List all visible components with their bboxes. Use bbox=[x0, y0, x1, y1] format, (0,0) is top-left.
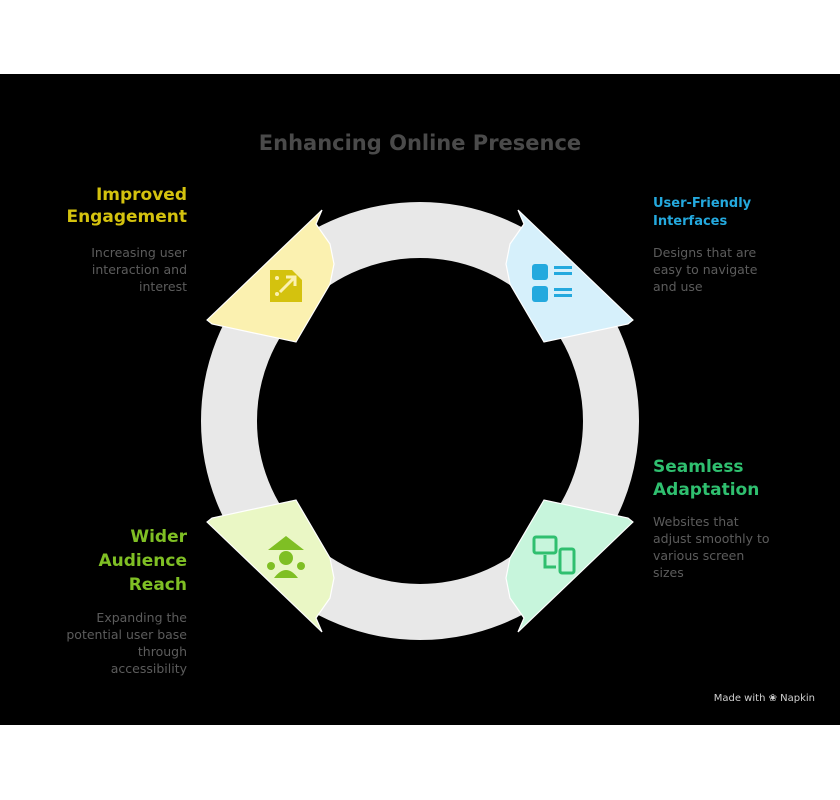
interfaces-desc-line: easy to navigate bbox=[653, 262, 758, 277]
audience-users-icon bbox=[267, 536, 305, 578]
adaptation-desc-line: sizes bbox=[653, 565, 684, 580]
audience-desc-line: accessibility bbox=[111, 661, 188, 676]
adaptation-title-line: Adaptation bbox=[653, 480, 759, 500]
cycle-ring bbox=[201, 202, 639, 640]
audience-desc-line: through bbox=[138, 644, 187, 659]
diagram-title: Enhancing Online Presence bbox=[259, 131, 581, 155]
napkin-footer: Made with ❀ Napkin bbox=[714, 693, 815, 704]
interfaces-desc-line: Designs that are bbox=[653, 245, 757, 260]
engagement-desc-line: interaction and bbox=[92, 262, 187, 277]
adaptation-desc-line: Websites that bbox=[653, 514, 739, 529]
audience-desc-line: potential user base bbox=[66, 627, 187, 642]
engagement-title-line: Improved bbox=[96, 185, 187, 205]
interfaces-title-line: User-Friendly bbox=[653, 196, 752, 211]
adaptation-segment bbox=[505, 499, 634, 633]
audience-title-line: Reach bbox=[129, 575, 187, 595]
engagement-desc-line: interest bbox=[139, 279, 187, 294]
audience-desc-line: Expanding the bbox=[96, 610, 187, 625]
adaptation-desc-line: various screen bbox=[653, 548, 744, 563]
engagement-title-line: Engagement bbox=[66, 207, 187, 227]
devices-icon bbox=[532, 535, 576, 575]
tag-arrow-icon bbox=[270, 270, 302, 302]
adaptation-title-line: Seamless bbox=[653, 457, 744, 477]
interfaces-segment bbox=[505, 209, 634, 343]
audience-title-line: Wider bbox=[130, 527, 187, 547]
adaptation-desc-line: adjust smoothly to bbox=[653, 531, 770, 546]
engagement-desc-line: Increasing user bbox=[91, 245, 188, 260]
interfaces-desc-line: and use bbox=[653, 279, 703, 294]
audience-title-line: Audience bbox=[99, 551, 188, 571]
interfaces-title-line: Interfaces bbox=[653, 214, 727, 229]
layout-list-icon bbox=[532, 264, 572, 302]
